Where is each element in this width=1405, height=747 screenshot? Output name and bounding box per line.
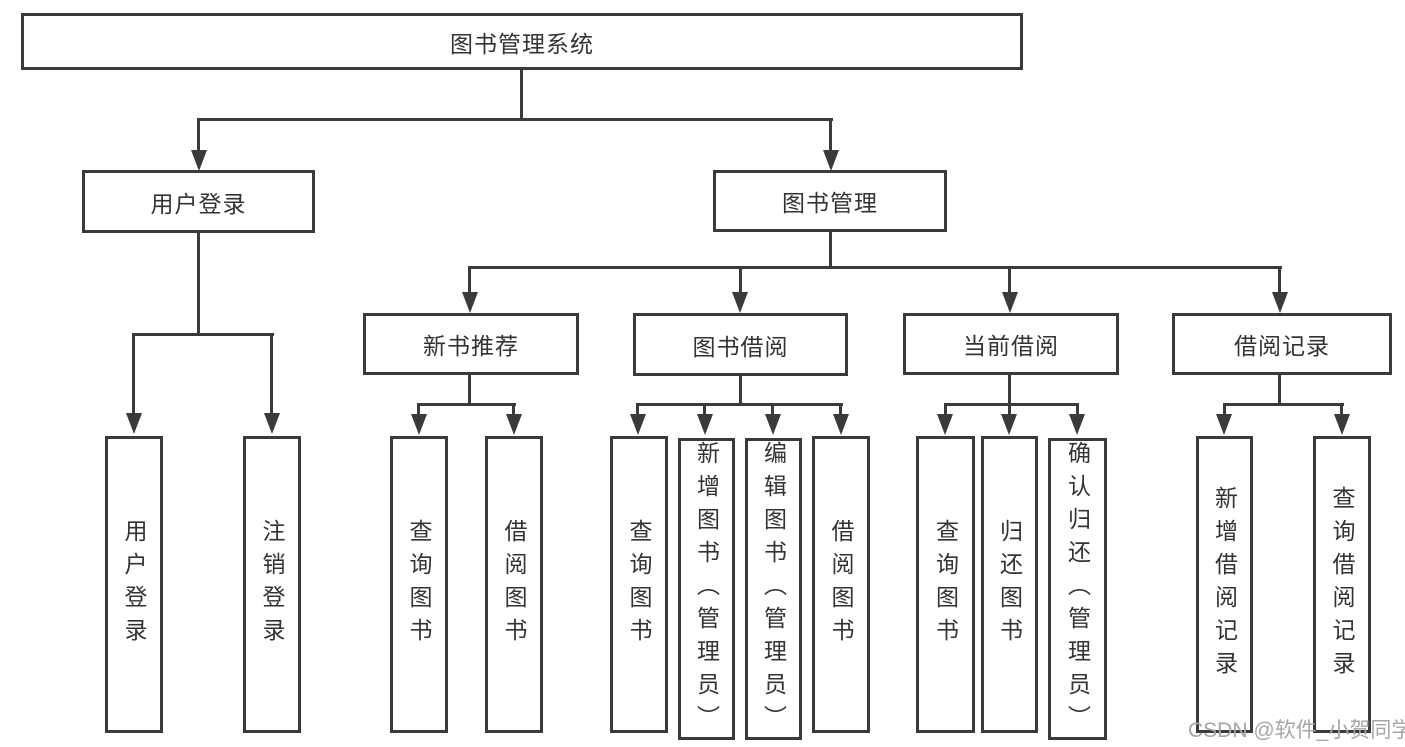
leaf-br-query-record: 查询借阅记录 <box>1313 436 1371 733</box>
leaf-rec-borrow-books: 借阅图书 <box>485 436 543 733</box>
arrowhead-cb-confirm <box>1069 414 1085 435</box>
leaf-rec-query-books-label: 查询图书 <box>406 518 432 651</box>
leaf-logout: 注销登录 <box>243 436 301 733</box>
node-new-book-rec: 新书推荐 <box>363 313 579 375</box>
connector-bb-drop-3 <box>771 403 774 416</box>
arrowhead-leaf-logout <box>264 413 280 434</box>
arrowhead-rec-borrow <box>506 414 522 435</box>
arrowhead-rec-query <box>411 414 427 435</box>
connector-userlogin-drop-1 <box>132 333 135 416</box>
leaf-bb-query-books: 查询图书 <box>610 436 668 733</box>
connector-cb-drop-1 <box>944 403 947 416</box>
connector-br-stem <box>1278 375 1281 406</box>
connector-userlogin-drop-2 <box>270 333 273 416</box>
arrowhead-bb-borrow <box>833 414 849 435</box>
leaf-bb-borrow-books: 借阅图书 <box>812 436 870 733</box>
arrowhead-bb-edit <box>765 414 781 435</box>
connector-root-stem <box>520 70 523 120</box>
arrowhead-new-book-rec <box>462 292 478 313</box>
leaf-bb-add-books-admin: 新增图书（管理员） <box>678 438 735 740</box>
connector-br-rail <box>1223 403 1344 406</box>
connector-rec-drop-2 <box>512 403 515 416</box>
connector-cb-drop-2 <box>1008 403 1011 416</box>
leaf-rec-borrow-books-label: 借阅图书 <box>501 518 527 651</box>
leaf-logout-label: 注销登录 <box>259 518 285 651</box>
arrowhead-borrow-records <box>1272 292 1288 313</box>
leaf-rec-query-books: 查询图书 <box>390 436 448 733</box>
connector-br-drop-2 <box>1340 403 1343 416</box>
node-book-borrow-label: 图书借阅 <box>692 333 789 360</box>
arrowhead-bb-add <box>697 414 713 435</box>
leaf-bb-query-books-label: 查询图书 <box>626 518 652 651</box>
arrowhead-user-login <box>191 150 207 171</box>
connector-cb-drop-3 <box>1076 403 1079 416</box>
connector-bookmgmt-rail <box>468 266 1282 269</box>
node-borrow-records-label: 借阅记录 <box>1234 333 1330 359</box>
connector-bookmgmt-drop-2 <box>739 266 742 294</box>
connector-bookmgmt-stem <box>829 231 832 269</box>
node-new-book-rec-label: 新书推荐 <box>423 333 519 359</box>
connector-userlogin-rail <box>132 333 274 336</box>
arrowhead-bb-query <box>630 414 646 435</box>
node-book-mgmt-label: 图书管理 <box>782 190 878 216</box>
leaf-bb-edit-books-admin: 编辑图书（管理员） <box>745 438 802 740</box>
node-book-borrow: 图书借阅 <box>633 313 848 376</box>
connector-bb-rail <box>636 403 843 406</box>
connector-rec-stem <box>468 375 471 406</box>
connector-userlogin-stem <box>197 233 200 335</box>
connector-bookmgmt-drop-1 <box>468 266 471 294</box>
connector-bb-drop-4 <box>839 403 842 416</box>
connector-bb-stem <box>739 375 742 406</box>
csdn-watermark: CSDN @软件_小贺同学 <box>1188 719 1405 742</box>
node-current-borrow-label: 当前借阅 <box>963 333 1059 359</box>
leaf-cb-return-books: 归还图书 <box>981 436 1038 733</box>
connector-cb-rail <box>944 403 1079 406</box>
connector-cb-stem <box>1008 375 1011 406</box>
leaf-br-query-record-label: 查询借阅记录 <box>1329 485 1355 684</box>
arrowhead-cb-return <box>1001 414 1017 435</box>
connector-root-drop-left <box>197 118 200 154</box>
connector-bookmgmt-drop-4 <box>1278 266 1281 294</box>
arrowhead-br-query <box>1334 414 1350 435</box>
leaf-cb-return-books-label: 归还图书 <box>996 518 1023 651</box>
node-user-login-group: 用户登录 <box>82 170 315 233</box>
node-book-mgmt: 图书管理 <box>713 170 947 232</box>
leaf-user-login-label: 用户登录 <box>121 518 147 651</box>
connector-rec-drop-1 <box>417 403 420 416</box>
leaf-cb-confirm-return-admin: 确认归还（管理员） <box>1048 438 1107 740</box>
arrowhead-br-add <box>1216 414 1232 435</box>
arrowhead-leaf-user-login <box>126 413 142 434</box>
connector-root-rail <box>197 118 833 121</box>
connector-bb-drop-2 <box>703 403 706 416</box>
leaf-br-add-record-label: 新增借阅记录 <box>1211 485 1238 684</box>
node-root-label: 图书管理系统 <box>450 30 594 57</box>
connector-root-drop-right <box>829 118 832 154</box>
node-borrow-records: 借阅记录 <box>1172 313 1392 375</box>
leaf-cb-confirm-return-admin-label: 确认归还（管理员） <box>1064 440 1091 738</box>
connector-rec-rail <box>417 403 516 406</box>
leaf-cb-query-books: 查询图书 <box>916 436 975 733</box>
node-user-login-group-label: 用户登录 <box>150 190 247 217</box>
connector-bb-drop-1 <box>636 403 639 416</box>
leaf-cb-query-books-label: 查询图书 <box>932 518 959 651</box>
connector-br-drop-1 <box>1223 403 1226 416</box>
leaf-br-add-record: 新增借阅记录 <box>1196 436 1253 733</box>
arrowhead-cb-query <box>937 414 953 435</box>
arrowhead-current-borrow <box>1002 292 1018 313</box>
leaf-bb-add-books-admin-label: 新增图书（管理员） <box>693 440 720 738</box>
leaf-user-login: 用户登录 <box>105 436 163 733</box>
leaf-bb-borrow-books-label: 借阅图书 <box>828 518 854 651</box>
node-root: 图书管理系统 <box>21 13 1023 70</box>
leaf-bb-edit-books-admin-label: 编辑图书（管理员） <box>760 440 787 738</box>
arrowhead-book-borrow <box>732 292 748 313</box>
arrowhead-book-mgmt <box>823 150 839 171</box>
connector-bookmgmt-drop-3 <box>1008 266 1011 294</box>
node-current-borrow: 当前借阅 <box>903 313 1119 375</box>
